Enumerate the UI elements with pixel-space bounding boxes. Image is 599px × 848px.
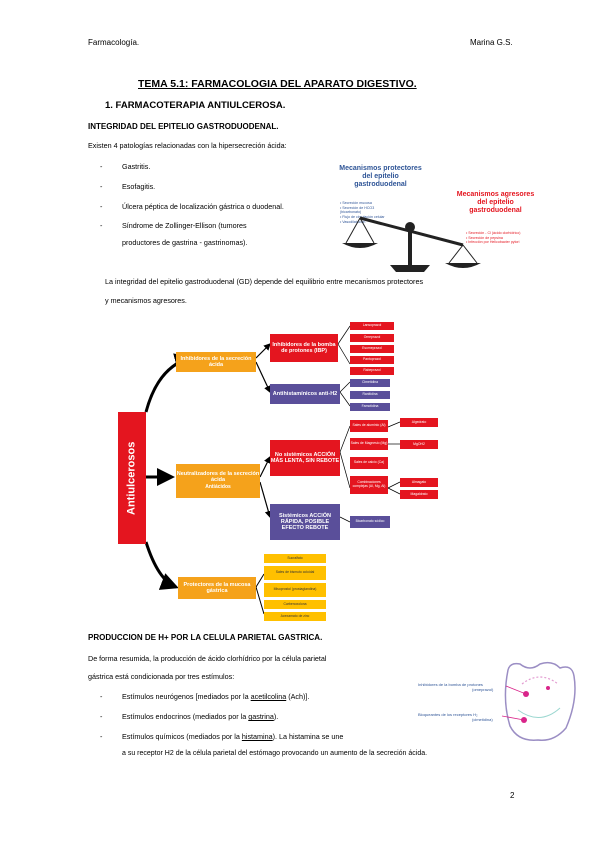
drug-item: Pantoprazol bbox=[350, 356, 394, 364]
drug-item: Esomeprazol bbox=[350, 345, 394, 353]
salt-item: Combinaciones complejas (Al, Mg, Al) bbox=[350, 476, 388, 494]
parietal-cell-figure: Inhibidores de la bomba de protones (ome… bbox=[418, 660, 578, 745]
inhibitors-box: Inhibidores de la secreción ácida bbox=[176, 352, 256, 372]
drug-item: Lansoprazol bbox=[350, 322, 394, 330]
antiulcer-root: Antiulcerosos bbox=[118, 412, 146, 544]
drug-item: Sales de bismuto coloidal bbox=[264, 566, 326, 580]
salt-item: Sales de calcio (Ca) bbox=[350, 457, 388, 469]
salt-item: Sales de Magnesio (Mg) bbox=[350, 438, 388, 450]
drug-item: Acexamato de zinc bbox=[264, 612, 326, 621]
list-item-continuation: a su receptor H2 de la célula parietal d… bbox=[122, 750, 428, 757]
drug-item: Sucralfato bbox=[264, 554, 326, 563]
production-text-2: gástrica está condicionada por tres estí… bbox=[88, 672, 235, 681]
subheading-production: PRODUCCION DE H+ POR LA CELULA PARIETAL … bbox=[88, 633, 323, 642]
list-item: -Úlcera péptica de localización gástrica… bbox=[100, 202, 284, 211]
section-heading: 1. FARMACOTERAPIA ANTIULCEROSA. bbox=[105, 100, 286, 111]
drug-item: Bicarbonato sódico bbox=[350, 516, 390, 528]
integrity-text: La integridad del epitelio gastroduodena… bbox=[105, 277, 424, 286]
diagram-connectors bbox=[144, 325, 401, 615]
salt-example: Almagato bbox=[400, 478, 438, 487]
salt-item: Sales de aluminio (Al) bbox=[350, 420, 388, 432]
list-item-continuation: productores de gastrina - gastrinomas). bbox=[122, 238, 248, 247]
balance-figure: Mecanismos protectores del epitelio gast… bbox=[338, 165, 534, 275]
list-item: -Estímulos neurógenos [mediados por la a… bbox=[100, 692, 310, 701]
integrity-text-2: y mecanismos agresores. bbox=[105, 296, 187, 305]
intro-text: Existen 4 patologías relacionadas con la… bbox=[88, 141, 287, 150]
header-right: Marina G.S. bbox=[470, 38, 513, 47]
drug-item: Rabeprazol bbox=[350, 367, 394, 375]
cell-label-h2: Bloqueantes de los receptores H₂ (cimeti… bbox=[418, 712, 493, 722]
drug-item: Omeprazol bbox=[350, 334, 394, 342]
h2-box: Antihistamínicos anti-H2 bbox=[270, 384, 340, 404]
cell-label-lines bbox=[501, 685, 527, 721]
protectors-box: Protectores de la mucosa gástrica bbox=[178, 577, 256, 599]
salt-example: Magaldrato bbox=[400, 490, 438, 499]
drug-item: Ranitidina bbox=[350, 391, 390, 399]
drug-item: Famotidina bbox=[350, 403, 390, 411]
drug-item: Cimetidina bbox=[350, 379, 390, 387]
subheading-integrity: INTEGRIDAD DEL EPITELIO GASTRODUODENAL. bbox=[88, 122, 279, 131]
salt-example: MgOH2 bbox=[400, 440, 438, 449]
page-title: TEMA 5.1: FARMACOLOGIA DEL APARATO DIGES… bbox=[138, 78, 417, 90]
scale-icon bbox=[342, 216, 481, 272]
drug-item: Carbenoxolona bbox=[264, 600, 326, 609]
ibp-box: Inhibidores de la bomba de protones (IBP… bbox=[270, 334, 338, 362]
page-number: 2 bbox=[510, 791, 515, 800]
list-item: -Estímulos químicos (mediados por la his… bbox=[100, 732, 344, 741]
cell-label-ibp: Inhibidores de la bomba de protones (ome… bbox=[418, 682, 494, 692]
protective-list: • Secreción mucosa • Secreción de HCO3 (… bbox=[340, 201, 385, 224]
list-item: -Síndrome de Zollinger-Ellison (tumores bbox=[100, 221, 247, 230]
list-item: -Esofagitis. bbox=[100, 182, 156, 191]
aggressive-list: • Secreción - Cl (ácido clorhídrico) • S… bbox=[466, 231, 521, 245]
antiulcer-diagram: Antiulcerosos Inhibidores de la secreció… bbox=[118, 322, 438, 634]
systemic-box: Sistémicos ACCIÓN RÁPIDA, POSIBLE EFECTO… bbox=[270, 504, 340, 540]
list-item: -Gastritis. bbox=[100, 162, 151, 171]
header-left: Farmacología. bbox=[88, 38, 140, 47]
neutralizers-box: Neutralizadores de la secreción ácida An… bbox=[176, 464, 260, 498]
drug-item: Misoprostol (prostaglandina) bbox=[264, 583, 326, 597]
list-item: -Estímulos endocrinos (mediados por la g… bbox=[100, 712, 279, 721]
nonsystemic-box: No sistémicos ACCIÓN MÁS LENTA, SIN REBO… bbox=[270, 440, 340, 476]
salt-example: Algedrato bbox=[400, 418, 438, 427]
production-text: De forma resumida, la producción de ácid… bbox=[88, 654, 327, 663]
